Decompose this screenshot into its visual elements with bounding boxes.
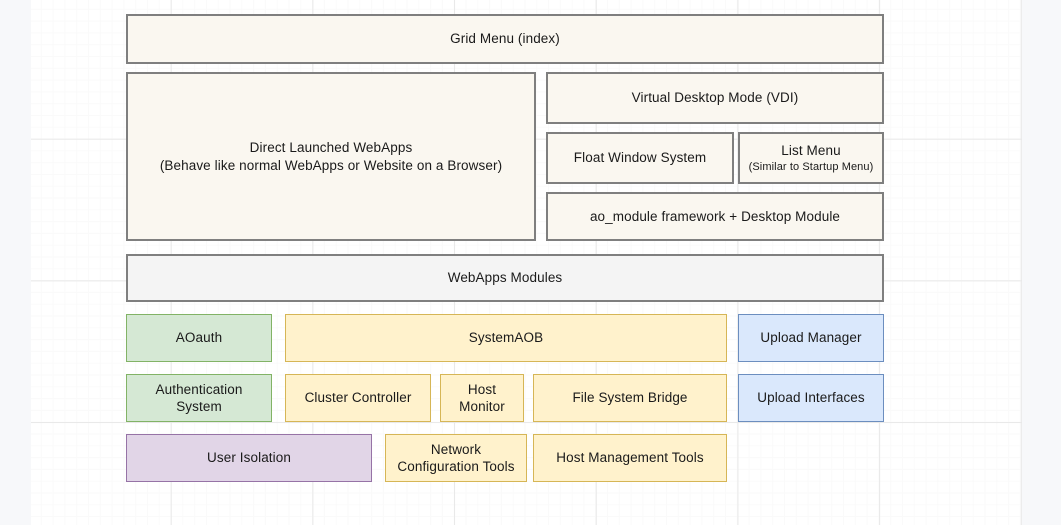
node-label: Virtual Desktop Mode (VDI) <box>632 89 799 106</box>
node-host-management-tools[interactable]: Host Management Tools <box>533 434 727 482</box>
node-label: SystemAOB <box>469 329 543 346</box>
diagram-canvas[interactable]: Grid Menu (index) Direct Launched WebApp… <box>31 0 1022 525</box>
node-label: ao_module framework + Desktop Module <box>590 208 840 225</box>
node-cluster-controller[interactable]: Cluster Controller <box>285 374 431 422</box>
node-label: Upload Interfaces <box>757 389 865 406</box>
node-upload-interfaces[interactable]: Upload Interfaces <box>738 374 884 422</box>
node-label-line2: System <box>176 398 222 415</box>
node-label: Direct Launched WebApps <box>250 139 413 156</box>
node-label-line2: (Behave like normal WebApps or Website o… <box>160 157 502 174</box>
node-label: Cluster Controller <box>305 389 412 406</box>
node-webapps-modules[interactable]: WebApps Modules <box>126 254 884 302</box>
node-label-line2: Monitor <box>459 398 505 415</box>
node-label: Grid Menu (index) <box>450 30 560 47</box>
node-label: WebApps Modules <box>448 269 563 286</box>
node-label: Float Window System <box>574 149 706 166</box>
node-label: List Menu <box>781 142 840 159</box>
node-list-menu[interactable]: List Menu (Similar to Startup Menu) <box>738 132 884 184</box>
node-authentication-system[interactable]: Authentication System <box>126 374 272 422</box>
node-upload-manager[interactable]: Upload Manager <box>738 314 884 362</box>
node-ao-module-framework[interactable]: ao_module framework + Desktop Module <box>546 192 884 241</box>
node-direct-launched-webapps[interactable]: Direct Launched WebApps (Behave like nor… <box>126 72 536 241</box>
node-label: Authentication <box>156 381 243 398</box>
node-grid-menu[interactable]: Grid Menu (index) <box>126 14 884 64</box>
node-label: Host <box>468 381 496 398</box>
node-network-configuration-tools[interactable]: Network Configuration Tools <box>385 434 527 482</box>
node-float-window-system[interactable]: Float Window System <box>546 132 734 184</box>
node-label: Upload Manager <box>760 329 861 346</box>
node-virtual-desktop-mode[interactable]: Virtual Desktop Mode (VDI) <box>546 72 884 124</box>
node-label-line2: Configuration Tools <box>397 458 514 475</box>
node-label: User Isolation <box>207 449 291 466</box>
node-system-aob[interactable]: SystemAOB <box>285 314 727 362</box>
node-sublabel: (Similar to Startup Menu) <box>749 160 874 174</box>
node-file-system-bridge[interactable]: File System Bridge <box>533 374 727 422</box>
node-label: Network <box>431 441 481 458</box>
node-label: AOauth <box>176 329 222 346</box>
node-user-isolation[interactable]: User Isolation <box>126 434 372 482</box>
node-host-monitor[interactable]: Host Monitor <box>440 374 524 422</box>
node-label: Host Management Tools <box>556 449 703 466</box>
node-label: File System Bridge <box>572 389 687 406</box>
node-aoauth[interactable]: AOauth <box>126 314 272 362</box>
